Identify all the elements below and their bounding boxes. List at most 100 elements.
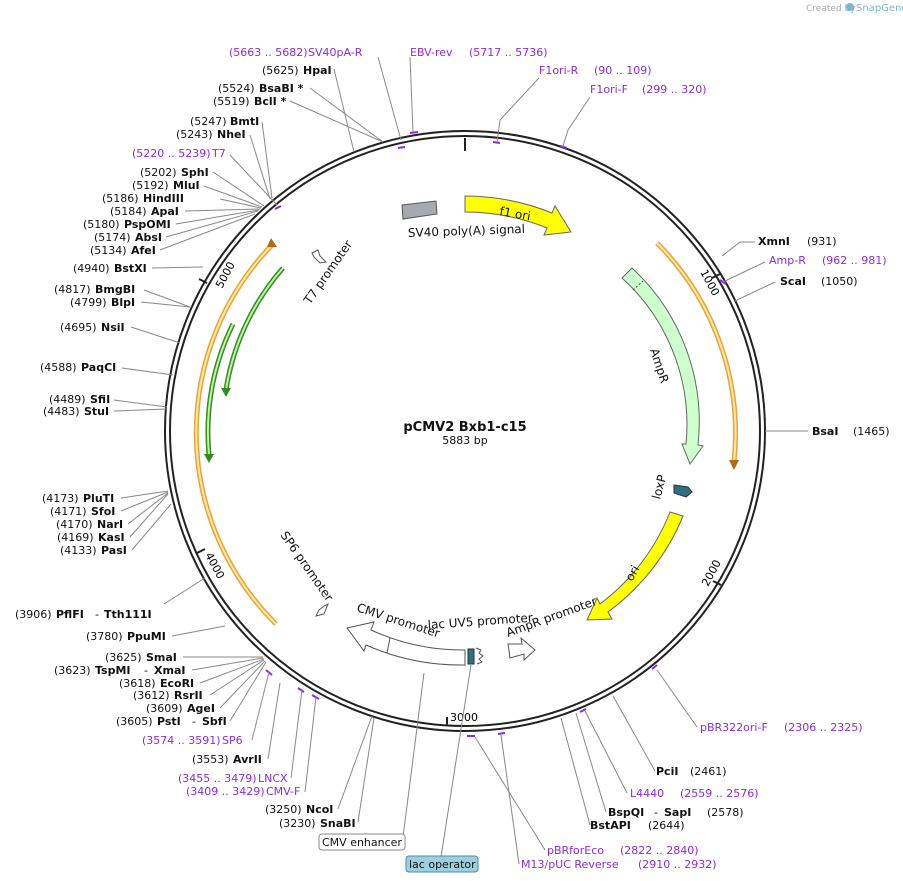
label-pasi-pos: (4133)	[60, 544, 97, 557]
label-stui-pos: (4483)	[43, 405, 80, 418]
leader-bmti	[261, 121, 273, 199]
credit-prefix: Created by	[806, 4, 856, 14]
leader-xmni	[721, 241, 755, 257]
leader-pasi	[131, 503, 172, 551]
label-avrii-name: AvrII	[233, 753, 262, 766]
tick-label-3000: 3000	[450, 711, 478, 724]
label-pflfi-pos: (3906)	[15, 608, 52, 621]
label-bmti-pos: (5247)	[190, 115, 227, 128]
label-amp-r-name: Amp-R	[769, 254, 806, 267]
leader-stui	[113, 408, 168, 412]
left-cds-orange-arc-inner	[195, 244, 277, 625]
ampr-feature	[621, 267, 704, 466]
leader-afei	[159, 213, 256, 251]
label-ncoi-name: NcoI	[306, 803, 333, 816]
leader-apai	[184, 208, 261, 212]
leader-scai	[734, 281, 776, 302]
leader-rsrii	[209, 659, 265, 696]
label-blpi-name: BlpI	[111, 296, 135, 309]
label-pcii-pos: (2461)	[690, 765, 727, 778]
label-bsabi-pos: (5524)	[218, 82, 255, 95]
green-orf-arc-1-inner	[225, 267, 284, 391]
label-sv40pa-r-pos: (5663 .. 5682)	[229, 46, 308, 59]
label-sfoi-pos: (4171)	[50, 505, 87, 518]
label-ebv-rev-name: EBV-rev	[410, 46, 453, 59]
ori-feature	[586, 511, 684, 621]
leader-paqci	[121, 367, 174, 376]
leader-f1ori-f	[562, 96, 591, 147]
label-sphi-pos: (5202)	[140, 166, 177, 179]
leader-pbr322ori-f	[656, 669, 698, 728]
label-f1ori-r-name: F1ori-R	[539, 64, 579, 77]
leader-sphi	[212, 171, 265, 207]
label-ecori-name: EcoRI	[160, 677, 194, 690]
f1-ori-feature	[464, 195, 572, 236]
plasmid-name: pCMV2 Bxb1-c15	[403, 420, 526, 435]
leader-ppumi	[171, 625, 226, 637]
tick-4000	[196, 548, 206, 554]
backbone-inner-circle	[169, 135, 761, 727]
label-sbfi-name: SbfI	[202, 715, 227, 728]
label-bspqi-name: BspQI	[608, 806, 644, 819]
label-f1ori-f-pos: (299 .. 320)	[642, 83, 707, 96]
left-labels: (5625) HpaI (5524) BsaBI * (5519) BclI *…	[15, 64, 356, 830]
label-pbr322ori-f-name: pBR322ori-F	[700, 721, 768, 734]
leader-lac-operator	[440, 664, 472, 858]
plasmid-length: 5883 bp	[442, 434, 487, 447]
leader-nhei	[249, 134, 271, 200]
leader-psti	[229, 661, 267, 722]
label-tspmi-dash: -	[144, 664, 148, 677]
green-orf-arrowhead-1	[221, 388, 231, 397]
cmv-promoter-feature	[346, 621, 466, 666]
leader-avrii	[267, 682, 281, 760]
label-nhei-pos: (5243)	[176, 128, 213, 141]
leader-nsii	[130, 326, 181, 344]
leader-sv40pa-r	[377, 56, 402, 141]
label-m13-name: M13/pUC Reverse	[521, 858, 619, 871]
label-xmni-pos: (931)	[807, 235, 837, 248]
leader-bmgbi	[143, 289, 191, 308]
label-nari-pos: (4170)	[56, 518, 93, 531]
leader-nari	[127, 492, 169, 525]
leader-sfoi	[120, 491, 169, 512]
label-pbrforeco-pos: (2822 .. 2840)	[620, 844, 699, 857]
leader-t7	[229, 154, 278, 206]
leader-absi	[165, 210, 259, 238]
label-ppumi-name: PpuMI	[127, 630, 166, 643]
right-labels: (5663 .. 5682) SV40pA-R EBV-rev (5717 ..…	[229, 46, 890, 871]
ori-label: ori	[622, 563, 642, 584]
label-blpi-pos: (4799)	[70, 296, 107, 309]
leader-lines	[113, 56, 808, 865]
label-pcii-name: PciI	[656, 765, 678, 778]
leader-tspmi	[191, 657, 264, 671]
label-rsrii-pos: (3612)	[133, 689, 170, 702]
leader-bstxi	[151, 266, 204, 269]
tick-5000	[198, 278, 208, 284]
label-ecori-pos: (3618)	[119, 677, 156, 690]
label-ppumi-pos: (3780)	[86, 630, 123, 643]
ampr-promoter-feature	[507, 636, 536, 662]
primer-mark-ebv-rev	[409, 131, 419, 134]
label-afei-name: AfeI	[131, 244, 156, 257]
label-t7-name: T7	[211, 147, 226, 160]
leader-bspqi	[575, 712, 607, 813]
label-pspomi-name: PspOMI	[124, 218, 171, 231]
leader-m13	[500, 734, 520, 865]
label-bspqi-dash: -	[654, 806, 658, 819]
label-pasi-name: PasI	[101, 544, 127, 557]
lac-operator-feature	[467, 648, 475, 665]
leader-hindiii	[219, 198, 262, 209]
sv40-polya-feature	[401, 200, 438, 220]
primer-mark-t7	[274, 205, 282, 210]
label-pbrforeco-name: pBRforEco	[547, 844, 604, 857]
label-paqci-pos: (4588)	[40, 361, 77, 374]
leader-bsabi	[309, 87, 384, 143]
label-apai-pos: (5184)	[110, 205, 147, 218]
label-hpai-pos: (5625)	[262, 64, 299, 77]
label-t7-pos: (5220 .. 5239)	[132, 147, 211, 160]
label-f1ori-r-pos: (90 .. 109)	[594, 64, 652, 77]
ampr-label: AmpR	[647, 347, 671, 385]
label-bstapi-name: BstAPI	[590, 819, 631, 832]
label-pflfi-dash: -	[95, 608, 99, 621]
primer-mark-f1ori-f	[559, 145, 568, 149]
